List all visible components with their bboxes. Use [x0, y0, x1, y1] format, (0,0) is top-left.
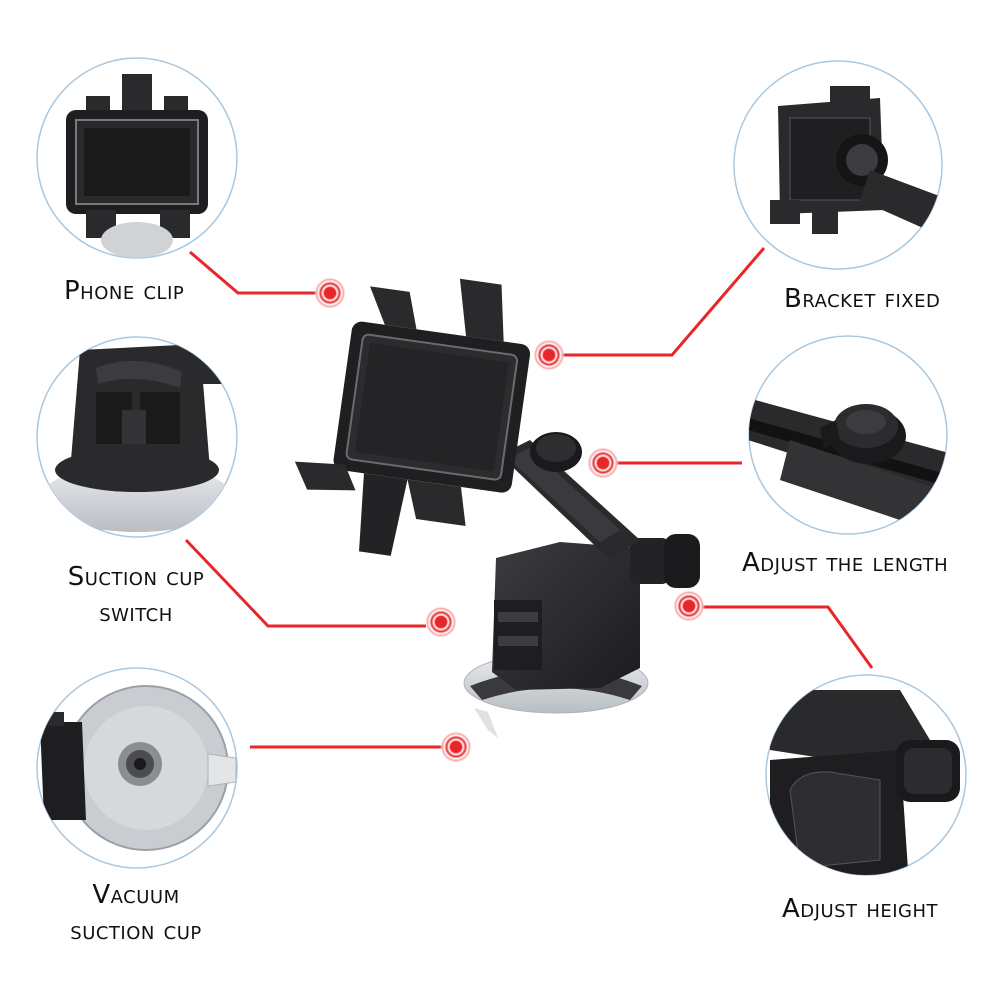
- label-bracket-fixed: Bracket fixed: [784, 284, 941, 314]
- label-phone-clip: Phone clip: [64, 276, 185, 306]
- detail-circle-bracket-fixed: [733, 60, 943, 270]
- label-adjust-length: Adjust the length: [742, 548, 949, 578]
- label-suction-switch: Suction cup switch: [56, 562, 216, 628]
- callout-line-suction-switch: [184, 538, 426, 628]
- target-marker-icon: [587, 447, 619, 479]
- target-marker-icon: [440, 731, 472, 763]
- phone-holder-product: [294, 278, 700, 738]
- label-vacuum-cup-line1: Vacuum: [92, 880, 180, 910]
- label-vacuum-cup-line2: suction cup: [70, 916, 202, 946]
- detail-circle-vacuum-cup: [36, 667, 238, 869]
- target-markers: [314, 277, 705, 763]
- target-marker-icon: [425, 606, 457, 638]
- callout-line-adjust-height: [694, 605, 874, 669]
- label-adjust-height: Adjust height: [782, 894, 939, 924]
- callout-lines: [184, 247, 874, 749]
- detail-circle-adjust-height: [765, 674, 967, 876]
- target-marker-icon: [533, 339, 565, 371]
- label-vacuum-cup: Vacuum suction cup: [56, 880, 216, 946]
- target-marker-icon: [673, 590, 705, 622]
- label-suction-switch-line2: switch: [99, 598, 173, 628]
- target-marker-icon: [314, 277, 346, 309]
- detail-circle-suction-switch: [36, 336, 238, 538]
- label-suction-switch-line1: Suction cup: [67, 562, 205, 592]
- detail-circle-adjust-length: [748, 335, 948, 535]
- callout-line-bracket-fixed: [560, 247, 766, 357]
- callout-line-phone-clip: [189, 250, 318, 295]
- detail-circle-phone-clip: [36, 57, 238, 259]
